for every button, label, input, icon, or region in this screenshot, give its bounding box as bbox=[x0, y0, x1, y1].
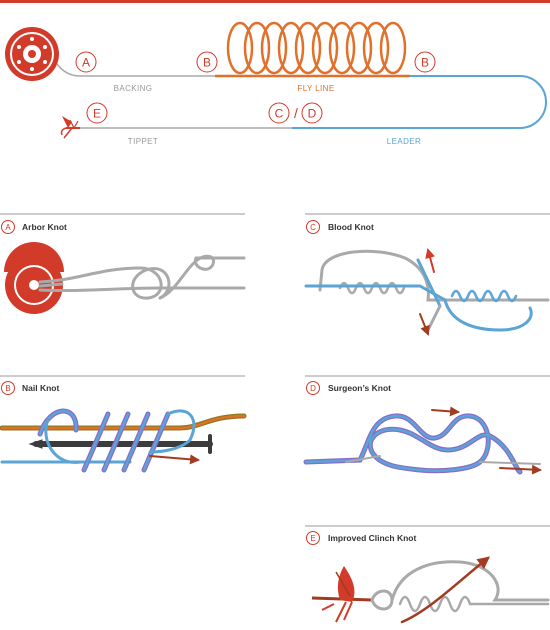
panel-letter-e: E bbox=[306, 531, 320, 545]
panel-arbor-knot: A Arbor Knot bbox=[0, 213, 246, 314]
arrow-up bbox=[425, 248, 435, 273]
arrow-down bbox=[419, 313, 430, 336]
svg-text:E: E bbox=[93, 107, 101, 121]
label-tippet: TIPPET bbox=[128, 137, 158, 146]
marker-b-left: B bbox=[196, 51, 218, 73]
panel-improved-clinch-knot: E Improved Clinch Knot bbox=[305, 525, 550, 624]
marker-c: C bbox=[268, 102, 290, 124]
svg-text:E: E bbox=[310, 534, 315, 543]
panel-title-blood: Blood Knot bbox=[328, 222, 374, 232]
fly-icon bbox=[311, 566, 373, 623]
svg-text:A: A bbox=[82, 56, 90, 70]
panel-title-surgeons: Surgeon’s Knot bbox=[328, 383, 391, 393]
svg-text:C: C bbox=[310, 223, 316, 232]
panel-letter-d: D bbox=[306, 381, 320, 395]
label-fly-line: FLY LINE bbox=[297, 84, 334, 93]
svg-text:A: A bbox=[5, 223, 11, 232]
clinch-knot-lines bbox=[370, 556, 550, 624]
svg-text:D: D bbox=[310, 384, 316, 393]
panel-title-nail: Nail Knot bbox=[22, 383, 59, 393]
pull-arrow bbox=[149, 454, 200, 465]
svg-text:D: D bbox=[308, 107, 317, 121]
panel-nail-knot: B Nail Knot bbox=[0, 375, 247, 473]
label-leader: LEADER bbox=[387, 137, 421, 146]
marker-e: E bbox=[86, 102, 108, 124]
reel-icon bbox=[4, 242, 64, 314]
backing-line bbox=[56, 63, 215, 77]
svg-text:B: B bbox=[5, 384, 10, 393]
panel-letter-a: A bbox=[1, 220, 15, 234]
blood-knot-lines bbox=[304, 248, 550, 336]
leader-line bbox=[292, 75, 547, 129]
svg-text:C: C bbox=[275, 107, 284, 121]
nail-knot-lines bbox=[0, 408, 247, 473]
panel-title-arbor: Arbor Knot bbox=[22, 222, 67, 232]
panel-letter-c: C bbox=[306, 220, 320, 234]
overview-section: A B B E C / D BACKING FLY LINE TIPPET LE… bbox=[5, 21, 547, 146]
marker-slash: / bbox=[294, 105, 298, 121]
coiled-line-icon bbox=[215, 21, 410, 78]
marker-b-right: B bbox=[414, 51, 436, 73]
tag-end-arrow bbox=[400, 556, 490, 624]
marker-a: A bbox=[75, 51, 97, 73]
svg-text:B: B bbox=[421, 56, 429, 70]
marker-d: D bbox=[301, 102, 323, 124]
arrow-right bbox=[499, 464, 542, 475]
arrow-top bbox=[431, 406, 460, 417]
panel-blood-knot: C Blood Knot bbox=[304, 213, 550, 336]
reel-icon bbox=[5, 27, 59, 81]
surgeons-knot-lines bbox=[303, 406, 542, 475]
svg-text:B: B bbox=[203, 56, 211, 70]
label-backing: BACKING bbox=[114, 84, 153, 93]
arbor-knot-line bbox=[38, 254, 246, 300]
panel-title-clinch: Improved Clinch Knot bbox=[328, 533, 416, 543]
fly-icon bbox=[60, 116, 80, 139]
panel-letter-b: B bbox=[1, 381, 15, 395]
panel-surgeons-knot: D Surgeon’s Knot bbox=[303, 375, 550, 475]
